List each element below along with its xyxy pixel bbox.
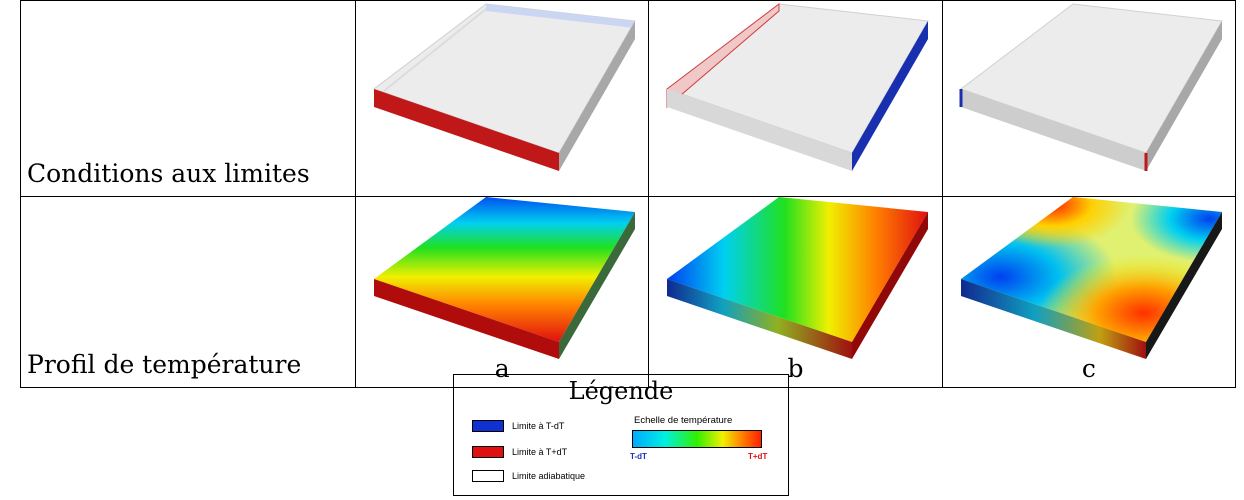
- legend-item-hot-label: Limite à T+dT: [512, 447, 568, 457]
- scale-max-label: T+dT: [748, 452, 768, 461]
- scale-min-label: T-dT: [630, 452, 647, 461]
- legend-title: Légende: [568, 377, 674, 405]
- row-header-profile: Profil de température: [20, 196, 356, 388]
- results-table: Conditions aux limites: [20, 0, 1237, 388]
- caption-b: b: [787, 354, 804, 383]
- profile-a-slab: [374, 197, 635, 359]
- caption-a: a: [494, 354, 510, 383]
- legend-item-adiabatic: Limite adiabatique: [472, 469, 585, 483]
- profile-c-slab: [960, 197, 1222, 359]
- conditions-a: [354, 0, 650, 197]
- conditions-a-slab: [372, 3, 636, 171]
- legend-item-cold: Limite à T-dT: [472, 419, 564, 433]
- conditions-b-slab: [666, 2, 930, 171]
- profile-a: a: [354, 196, 650, 388]
- profile-b-slab: [667, 197, 929, 359]
- conditions-c-slab: [959, 3, 1223, 171]
- row-header-conditions: Conditions aux limites: [20, 0, 356, 197]
- legend-item-hot: Limite à T+dT: [472, 445, 567, 459]
- temperature-scale-bar: [632, 430, 762, 448]
- legend-item-cold-label: Limite à T-dT: [512, 421, 565, 431]
- conditions-c: [941, 0, 1237, 197]
- adiabatic-swatch-icon: [472, 470, 504, 482]
- legend-item-adiabatic-label: Limite adiabatique: [512, 471, 586, 481]
- profile-b: b: [648, 196, 943, 388]
- legend-box: Légende Limite à T-dT Limite à T+dT Limi…: [453, 374, 789, 496]
- conditions-b: [648, 0, 943, 197]
- profile-c: c: [941, 196, 1237, 388]
- scale-title: Echelle de température: [634, 415, 733, 426]
- hot-swatch-icon: [472, 446, 504, 458]
- cold-swatch-icon: [472, 420, 504, 432]
- caption-c: c: [1081, 354, 1096, 383]
